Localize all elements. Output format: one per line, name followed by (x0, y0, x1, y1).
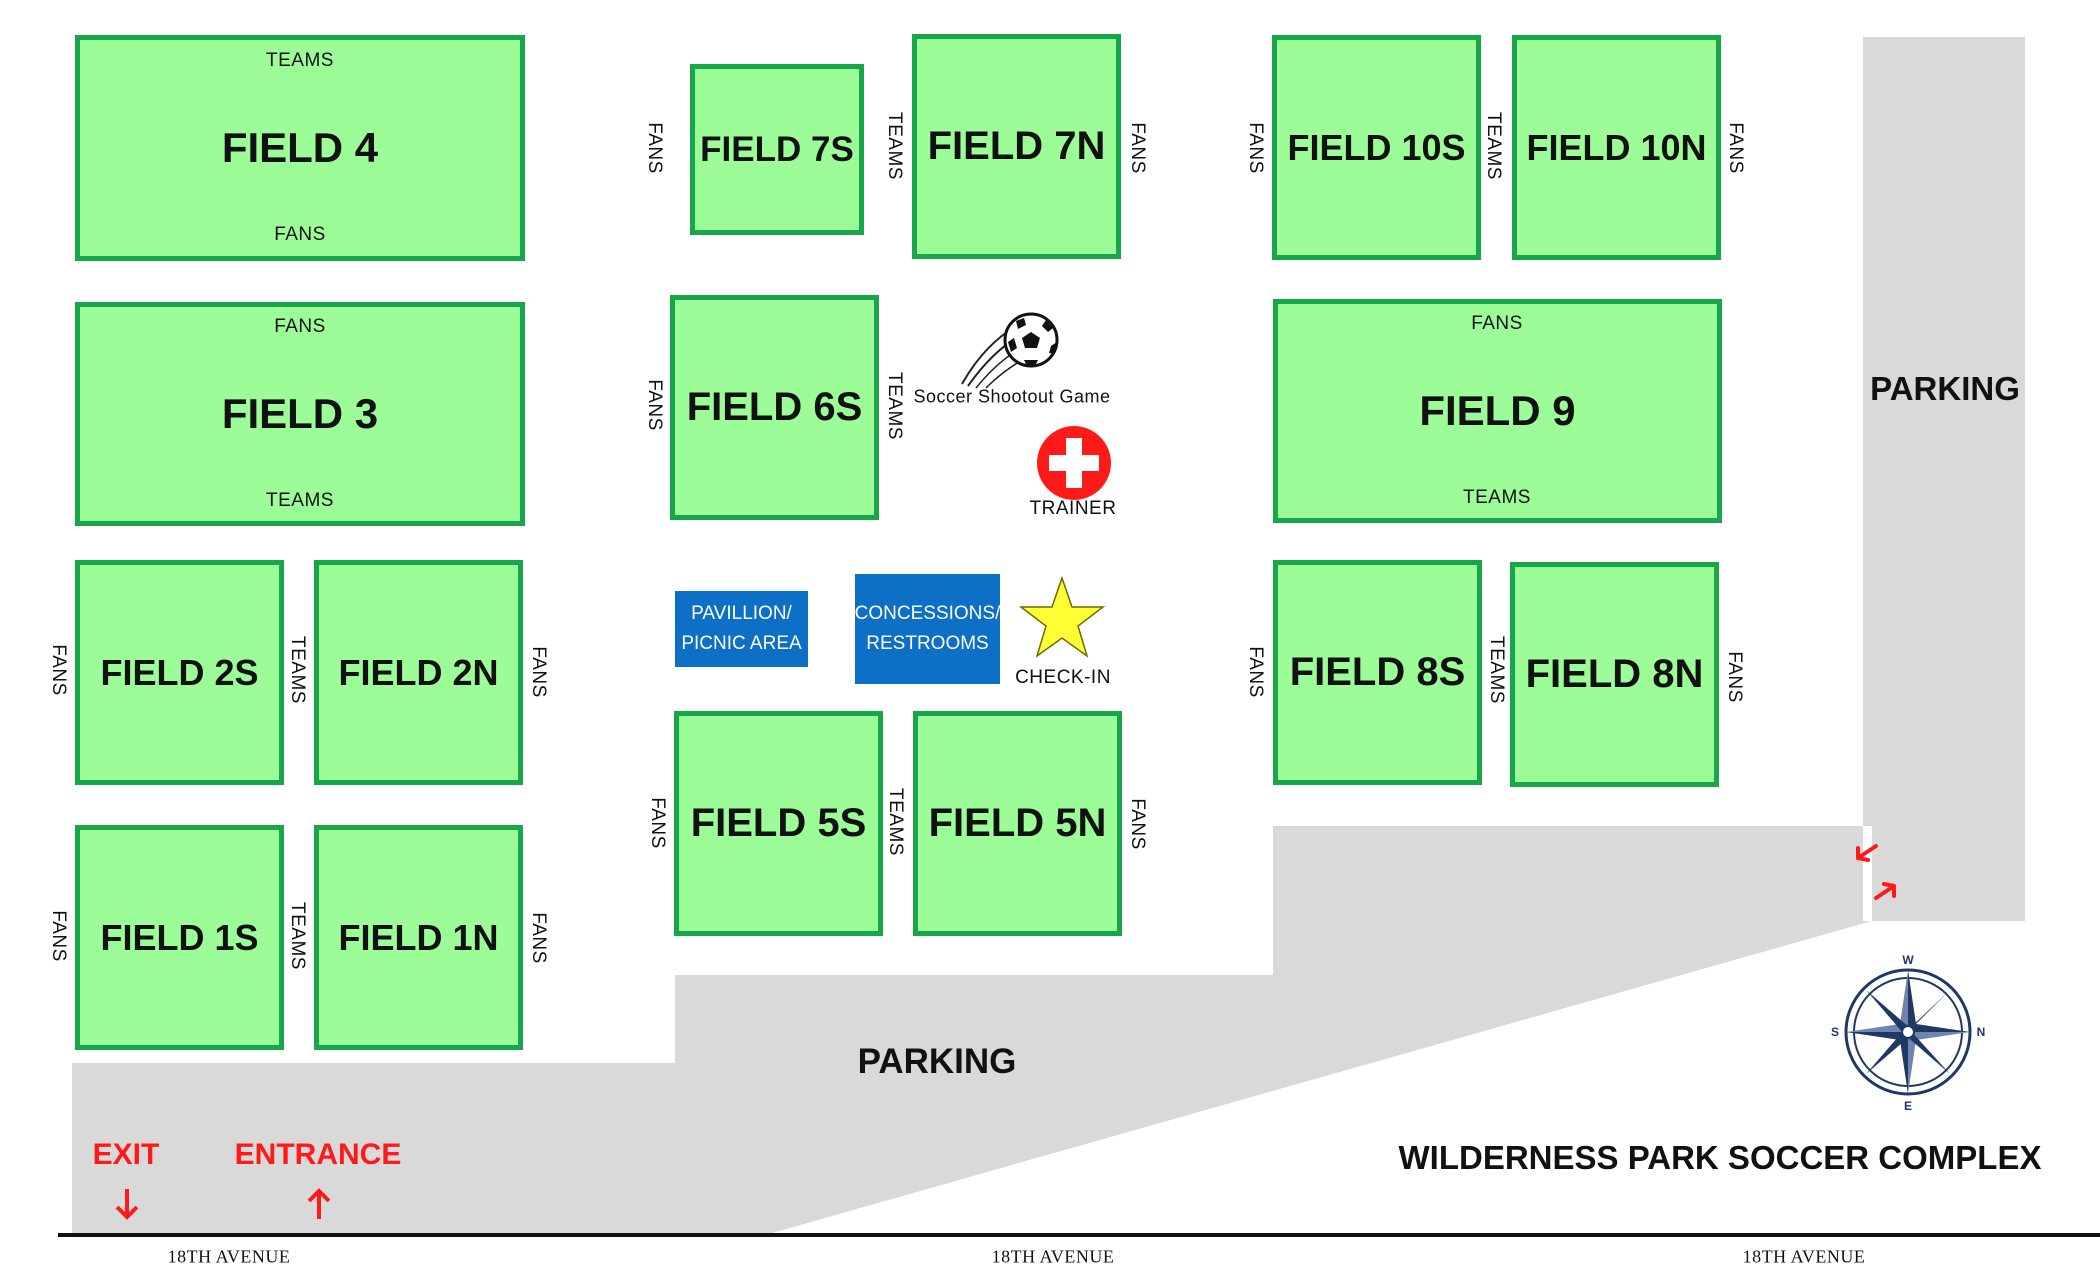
field-9[interactable]: FIELD 9 (1273, 299, 1722, 523)
field-8n[interactable]: FIELD 8N (1510, 562, 1719, 787)
first-aid-cross-icon[interactable] (1035, 424, 1113, 502)
label-fans: FANS (1245, 122, 1266, 174)
field-name: FIELD 9 (1419, 387, 1576, 434)
label-fans: FANS (1245, 646, 1266, 698)
arrow-up-icon (307, 1188, 331, 1219)
double-arrow-icon (1856, 844, 1896, 900)
field-10s[interactable]: FIELD 10S (1272, 35, 1481, 260)
checkin-label: CHECK-IN (1015, 667, 1111, 688)
field-10n[interactable]: FIELD 10N (1512, 35, 1721, 260)
parking-label-bottom: PARKING (857, 1042, 1017, 1081)
field-name: FIELD 8N (1525, 652, 1704, 696)
map-title: WILDERNESS PARK SOCCER COMPLEX (1398, 1139, 2042, 1176)
label-teams: TEAMS (1483, 112, 1504, 180)
road-label-right: 18TH AVENUE (1742, 1246, 1866, 1267)
label-teams: TEAMS (1486, 636, 1507, 704)
field-name: FIELD 5S (690, 801, 867, 845)
label-fans: FANS (528, 646, 549, 698)
field-name: FIELD 5N (928, 801, 1107, 845)
label-teams: TEAMS (266, 490, 334, 511)
label-teams: TEAMS (884, 112, 905, 180)
compass-left: S (1831, 1025, 1839, 1039)
field-name: FIELD 1N (338, 916, 499, 958)
field-name: FIELD 4 (221, 124, 379, 171)
soccer-ball-icon (961, 312, 1059, 389)
label-fans: FANS (48, 644, 69, 696)
field-name: FIELD 7S (700, 129, 854, 169)
label-fans: FANS (1127, 798, 1148, 850)
road-label-center: 18TH AVENUE (991, 1246, 1115, 1267)
field-name: FIELD 3 (221, 390, 379, 437)
field-6s[interactable]: FIELD 6S (670, 295, 879, 520)
label-fans: FANS (1725, 122, 1746, 174)
label-teams: TEAMS (1463, 487, 1531, 508)
field-name: FIELD 1S (100, 916, 259, 958)
label-teams: TEAMS (884, 372, 905, 440)
compass-rose-icon: W S N E (1831, 953, 1986, 1113)
label-fans: FANS (528, 912, 549, 964)
road-label-left: 18TH AVENUE (167, 1246, 291, 1267)
label-teams: TEAMS (287, 636, 308, 704)
field-1n[interactable]: FIELD 1N (314, 825, 523, 1050)
label-fans: FANS (274, 224, 326, 245)
field-5s[interactable]: FIELD 5S (674, 711, 883, 936)
field-name: FIELD 2S (100, 651, 259, 693)
field-2s[interactable]: FIELD 2S (75, 560, 284, 785)
pavilion-line-2: PICNIC AREA (681, 633, 802, 654)
field-name: FIELD 7N (927, 124, 1106, 168)
label-teams: TEAMS (266, 50, 334, 71)
parking-lot-main (72, 826, 1863, 1235)
label-fans: FANS (274, 316, 326, 337)
entrance-label: ENTRANCE (234, 1138, 402, 1171)
field-3[interactable]: FIELD 3 (75, 302, 525, 526)
label-fans: FANS (1471, 313, 1523, 334)
field-8s[interactable]: FIELD 8S (1273, 560, 1482, 785)
label-fans: FANS (647, 797, 668, 849)
field-name: FIELD 10S (1287, 126, 1466, 168)
label-fans: FANS (644, 122, 665, 174)
field-2n[interactable]: FIELD 2N (314, 560, 523, 785)
field-5n[interactable]: FIELD 5N (913, 711, 1122, 936)
label-teams: TEAMS (287, 902, 308, 970)
field-name: FIELD 10N (1526, 126, 1707, 168)
star-icon[interactable] (1018, 575, 1106, 659)
exit-label: EXIT (92, 1138, 160, 1171)
label-fans: FANS (644, 379, 665, 431)
label-fans: FANS (1724, 651, 1745, 703)
pavilion-picnic-area[interactable]: PAVILLION/ PICNIC AREA (675, 591, 808, 667)
pavilion-line-1: PAVILLION/ (691, 603, 792, 624)
field-1s[interactable]: FIELD 1S (75, 825, 284, 1050)
field-7n[interactable]: FIELD 7N (912, 34, 1121, 259)
concessions-line-2: RESTROOMS (866, 633, 989, 654)
arrow-down-icon (115, 1189, 139, 1220)
shootout-label: Soccer Shootout Game (913, 386, 1111, 407)
field-name: FIELD 2N (338, 651, 499, 693)
label-teams: TEAMS (885, 788, 906, 856)
trainer-label: TRAINER (1029, 498, 1117, 519)
compass-right: N (1977, 1025, 1986, 1039)
field-7s[interactable]: FIELD 7S (690, 64, 864, 235)
field-4[interactable]: FIELD 4 (75, 35, 525, 261)
field-name: FIELD 8S (1289, 650, 1466, 694)
field-name: FIELD 6S (686, 385, 863, 429)
parking-label-right: PARKING (1870, 370, 2020, 407)
concessions-line-1: CONCESSIONS/ (854, 603, 1001, 624)
concessions-restrooms[interactable]: CONCESSIONS/ RESTROOMS (855, 574, 1000, 684)
label-fans: FANS (48, 910, 69, 962)
compass-bottom: E (1904, 1099, 1912, 1113)
compass-top: W (1902, 953, 1914, 967)
label-fans: FANS (1127, 122, 1148, 174)
